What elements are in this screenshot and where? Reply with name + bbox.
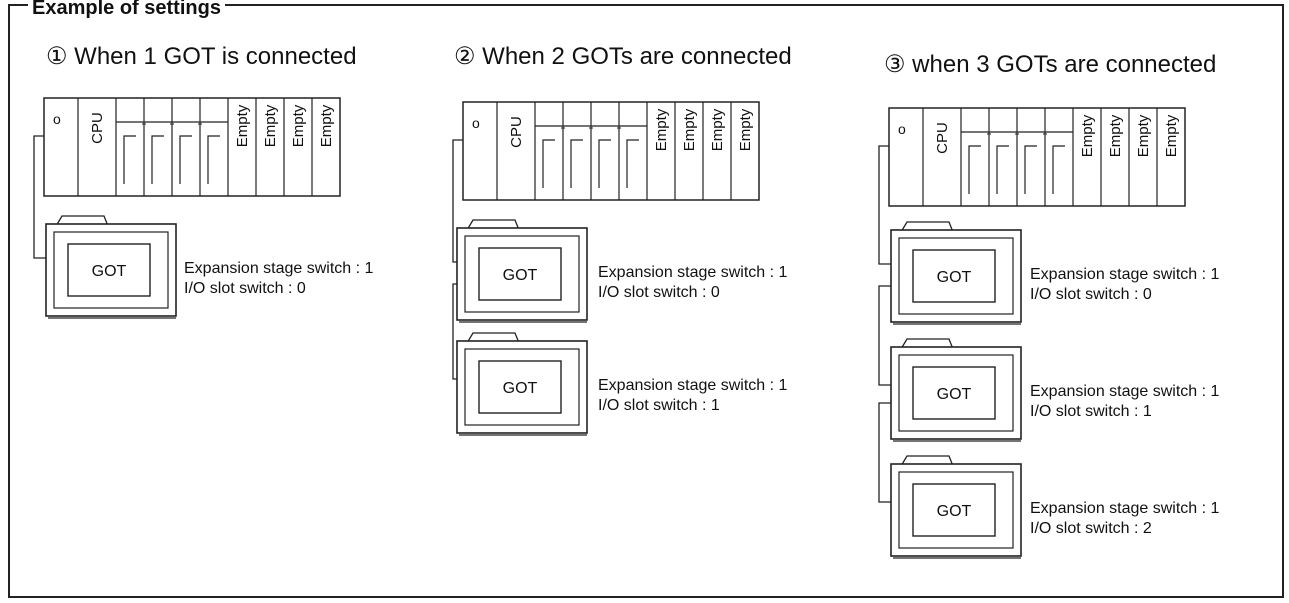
expansion-stage-text: Expansion stage switch : 1	[184, 260, 374, 277]
got-chain-cable	[878, 285, 891, 386]
got-label: GOT	[937, 503, 972, 520]
io-module-bracket	[179, 135, 192, 184]
cpu-label: CPU	[89, 112, 106, 144]
power-indicator: o	[898, 121, 906, 137]
plc-base-outline	[43, 97, 341, 197]
io-module-bracket	[598, 139, 611, 188]
io-module-bracket	[123, 135, 136, 184]
expansion-stage-text: Expansion stage switch : 1	[598, 377, 788, 394]
io-module-bracket	[1052, 145, 1065, 194]
io-module-bracket	[1024, 145, 1037, 194]
got-screen	[912, 249, 996, 303]
plc-base-outline	[462, 101, 760, 201]
io-module-bracket	[207, 135, 220, 184]
settings-frame: Example of settings	[8, 0, 1284, 598]
got-label: GOT	[503, 267, 538, 284]
got-unit: GOT	[890, 455, 1022, 559]
got-bezel	[898, 237, 1014, 315]
empty-slot-label: Empty	[1079, 114, 1096, 157]
cpu-label: CPU	[508, 116, 525, 148]
power-indicator: o	[472, 115, 480, 131]
got-screen	[912, 366, 996, 420]
got-screen	[478, 360, 562, 414]
got-chain-cable	[878, 402, 891, 503]
io-slot-text: I/O slot switch : 0	[598, 284, 720, 301]
got-unit: GOT	[456, 332, 588, 436]
plc-base: o CPU Empty Empty Empty Empty	[888, 107, 1186, 207]
got-bezel	[464, 235, 580, 313]
io-module-bracket	[968, 145, 981, 194]
got-unit: GOT	[890, 221, 1022, 325]
plc-to-got-cable	[452, 139, 463, 263]
empty-slot-label: Empty	[1135, 114, 1152, 157]
plc-to-got-cable	[878, 145, 891, 265]
plc-base: o CPU Empty Empty Empty Empty	[462, 101, 760, 201]
io-slot-text: I/O slot switch : 1	[1030, 403, 1152, 420]
got-bezel	[53, 231, 169, 309]
expansion-stage-text: Expansion stage switch : 1	[598, 264, 788, 281]
got-screen	[67, 243, 151, 297]
got-label: GOT	[503, 380, 538, 397]
got-unit: GOT	[456, 219, 588, 323]
io-module-bracket	[996, 145, 1009, 194]
frame-title: Example of settings	[28, 0, 225, 18]
io-module-bracket	[626, 139, 639, 188]
got-label: GOT	[92, 263, 127, 280]
empty-slot-label: Empty	[290, 104, 307, 147]
empty-slot-label: Empty	[318, 104, 335, 147]
empty-slot-label: Empty	[1163, 114, 1180, 157]
expansion-stage-text: Expansion stage switch : 1	[1030, 266, 1220, 283]
scenario-2: ② When 2 GOTs are connected o CPU Empty Empt…	[452, 43, 792, 436]
io-module-bracket	[542, 139, 555, 188]
plc-base: o CPU Empty Empty Empty Empty	[43, 97, 341, 197]
io-module-bracket	[570, 139, 583, 188]
expansion-stage-text: Expansion stage switch : 1	[1030, 383, 1220, 400]
got-screen	[912, 483, 996, 537]
scenario-heading: ① When 1 GOT is connected	[46, 43, 357, 70]
empty-slot-label: Empty	[1107, 114, 1124, 157]
cpu-label: CPU	[934, 122, 951, 154]
got-label: GOT	[937, 269, 972, 286]
got-unit: GOT	[890, 338, 1022, 442]
empty-slot-label: Empty	[709, 108, 726, 151]
scenario-heading: ③ when 3 GOTs are connected	[884, 51, 1216, 78]
empty-slot-label: Empty	[681, 108, 698, 151]
got-chain-cable	[452, 283, 457, 380]
power-indicator: o	[53, 111, 61, 127]
scenario-3: ③ when 3 GOTs are connected o CPU Empty Empt…	[878, 51, 1220, 559]
got-unit: GOT	[45, 215, 177, 319]
io-slot-text: I/O slot switch : 0	[1030, 286, 1152, 303]
scenario-heading: ② When 2 GOTs are connected	[454, 43, 792, 70]
expansion-stage-text: Expansion stage switch : 1	[1030, 500, 1220, 517]
empty-slot-label: Empty	[653, 108, 670, 151]
io-slot-text: I/O slot switch : 0	[184, 280, 306, 297]
plc-to-got-cable	[33, 135, 46, 259]
plc-base-outline	[888, 107, 1186, 207]
empty-slot-label: Empty	[262, 104, 279, 147]
got-bezel	[898, 471, 1014, 549]
got-label: GOT	[937, 386, 972, 403]
io-slot-text: I/O slot switch : 1	[598, 397, 720, 414]
empty-slot-label: Empty	[234, 104, 251, 147]
io-slot-text: I/O slot switch : 2	[1030, 520, 1152, 537]
io-module-bracket	[151, 135, 164, 184]
got-screen	[478, 247, 562, 301]
got-bezel	[898, 354, 1014, 432]
empty-slot-label: Empty	[737, 108, 754, 151]
got-bezel	[464, 348, 580, 426]
